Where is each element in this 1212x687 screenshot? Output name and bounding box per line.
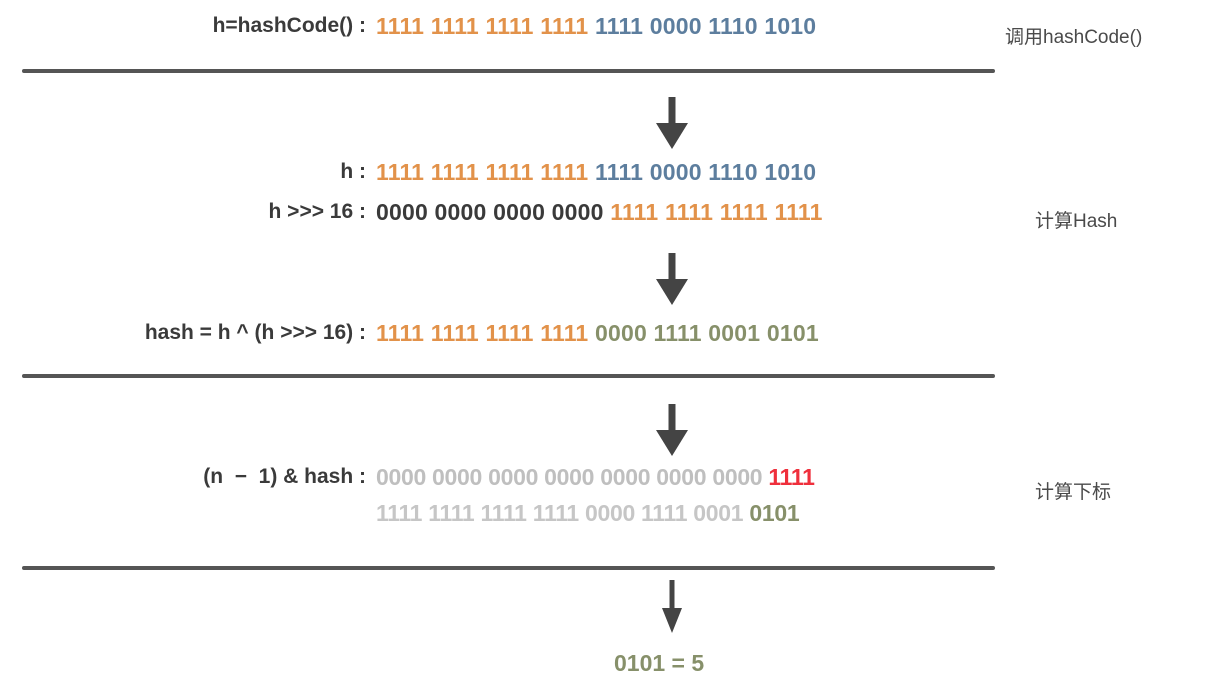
arrow-down-2 bbox=[652, 253, 692, 305]
row-hashcode: h=hashCode() : 1111 1111 1111 1111 1111 … bbox=[0, 6, 1000, 46]
arrow-down-1 bbox=[652, 97, 692, 149]
final-index-result: 0101 = 5 bbox=[614, 650, 705, 676]
row-h-bits-high: 1111 1111 1111 1111 bbox=[376, 158, 589, 185]
row-h-shift-bits: 0000 0000 0000 0000 1111 1111 1111 1111 bbox=[376, 199, 823, 226]
arrow-down-3 bbox=[652, 404, 692, 456]
row-h-shift-bits-high: 0000 0000 0000 0000 bbox=[376, 198, 604, 225]
row-hashcode-bits-high: 1111 1111 1111 1111 bbox=[376, 12, 589, 39]
row-hash-xor-bits-low: 0000 1111 0001 0101 bbox=[595, 319, 819, 346]
row-hash-xor-bits: 1111 1111 1111 1111 0000 1111 0001 0101 bbox=[376, 320, 819, 347]
row-hash-xor-label: hash = h ^ (h >>> 16) : bbox=[144, 321, 366, 344]
row-n-minus-1: (n − 1) & hash : 0000 0000 0000 0000 000… bbox=[0, 457, 1000, 497]
row-hash-operand-bits: 1111 1111 1111 1111 0000 1111 0001 0101 bbox=[376, 499, 800, 527]
side-label-stage-hashcode: 调用hashCode() bbox=[1005, 27, 1143, 48]
row-hashcode-bits: 1111 1111 1111 1111 1111 0000 1110 1010 bbox=[376, 13, 816, 40]
row-h-bits-low: 1111 0000 1110 1010 bbox=[595, 158, 817, 185]
bits-space bbox=[588, 320, 595, 346]
row-h-bits: 1111 1111 1111 1111 1111 0000 1110 1010 bbox=[376, 159, 816, 186]
row-hash-operand-bits-high: 1111 1111 1111 1111 0000 1111 0001 bbox=[376, 499, 744, 526]
row-n-minus-1-bits-low: 1111 bbox=[768, 463, 815, 490]
row-hashcode-bits-low: 1111 0000 1110 1010 bbox=[595, 12, 817, 39]
row-h-shift-label: h >>> 16 : bbox=[268, 200, 366, 223]
row-n-minus-1-bits-high: 0000 0000 0000 0000 0000 0000 0000 bbox=[376, 463, 763, 490]
side-label-stage-index: 计算下标 bbox=[1035, 482, 1112, 503]
arrow-down-4 bbox=[657, 580, 687, 633]
row-h-label: h : bbox=[340, 160, 366, 183]
row-n-minus-1-bits: 0000 0000 0000 0000 0000 0000 0000 1111 bbox=[376, 464, 815, 491]
divider-3 bbox=[22, 566, 995, 570]
row-hash-xor-bits-high: 1111 1111 1111 1111 bbox=[376, 319, 589, 346]
divider-1 bbox=[22, 69, 995, 73]
row-h-shift-bits-low: 1111 1111 1111 1111 bbox=[610, 198, 823, 225]
row-h-shift: h >>> 16 : 0000 0000 0000 0000 1111 1111… bbox=[0, 192, 1000, 232]
row-h: h : 1111 1111 1111 1111 1111 0000 1110 1… bbox=[0, 152, 1000, 192]
row-n-minus-1-label: (n − 1) & hash : bbox=[203, 465, 366, 488]
row-hash-operand-bits-low: 0101 bbox=[749, 499, 800, 526]
row-hash-xor: hash = h ^ (h >>> 16) : 1111 1111 1111 1… bbox=[0, 313, 1000, 353]
bits-space bbox=[588, 159, 595, 185]
bits-space bbox=[588, 13, 595, 39]
row-hash-operand: 1111 1111 1111 1111 0000 1111 0001 0101 bbox=[0, 493, 1000, 533]
row-hashcode-label: h=hashCode() : bbox=[212, 14, 366, 37]
divider-2 bbox=[22, 374, 995, 378]
side-label-stage-hash: 计算Hash bbox=[1035, 211, 1118, 232]
